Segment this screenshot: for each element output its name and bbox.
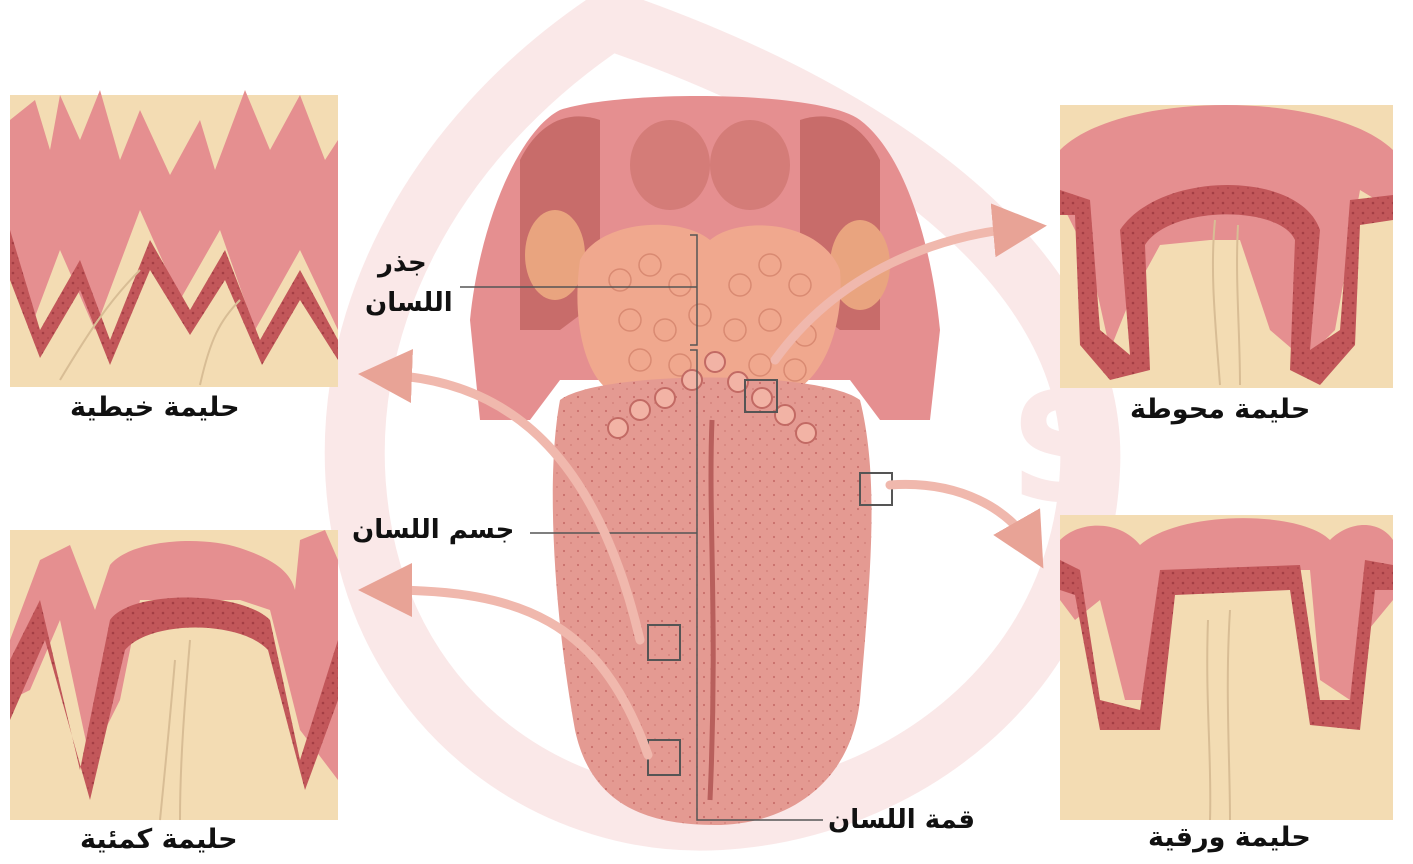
tongue-illustration	[470, 96, 940, 825]
filiform-papilla-illustration	[10, 90, 338, 387]
tongue-root-label-line2: اللسان	[365, 288, 453, 318]
fungiform-papilla-illustration	[10, 530, 338, 820]
filiform-papilla-label: حليمة خيطية	[70, 392, 240, 423]
foliate-papilla-illustration	[1060, 515, 1393, 820]
tongue-root-label-line1: جذر	[378, 248, 427, 278]
foliate-papilla-label: حليمة ورقية	[1148, 822, 1311, 853]
circumvallate-papilla-label: حليمة محوطة	[1130, 394, 1310, 425]
tongue-tip-label: قمة اللسان	[828, 805, 975, 835]
circumvallate-papilla-illustration	[1060, 105, 1393, 388]
fungiform-papilla-label: حليمة كمئية	[80, 824, 238, 855]
svg-text:S: S	[1010, 362, 1118, 536]
tongue-body-label: جسم اللسان	[352, 515, 514, 545]
